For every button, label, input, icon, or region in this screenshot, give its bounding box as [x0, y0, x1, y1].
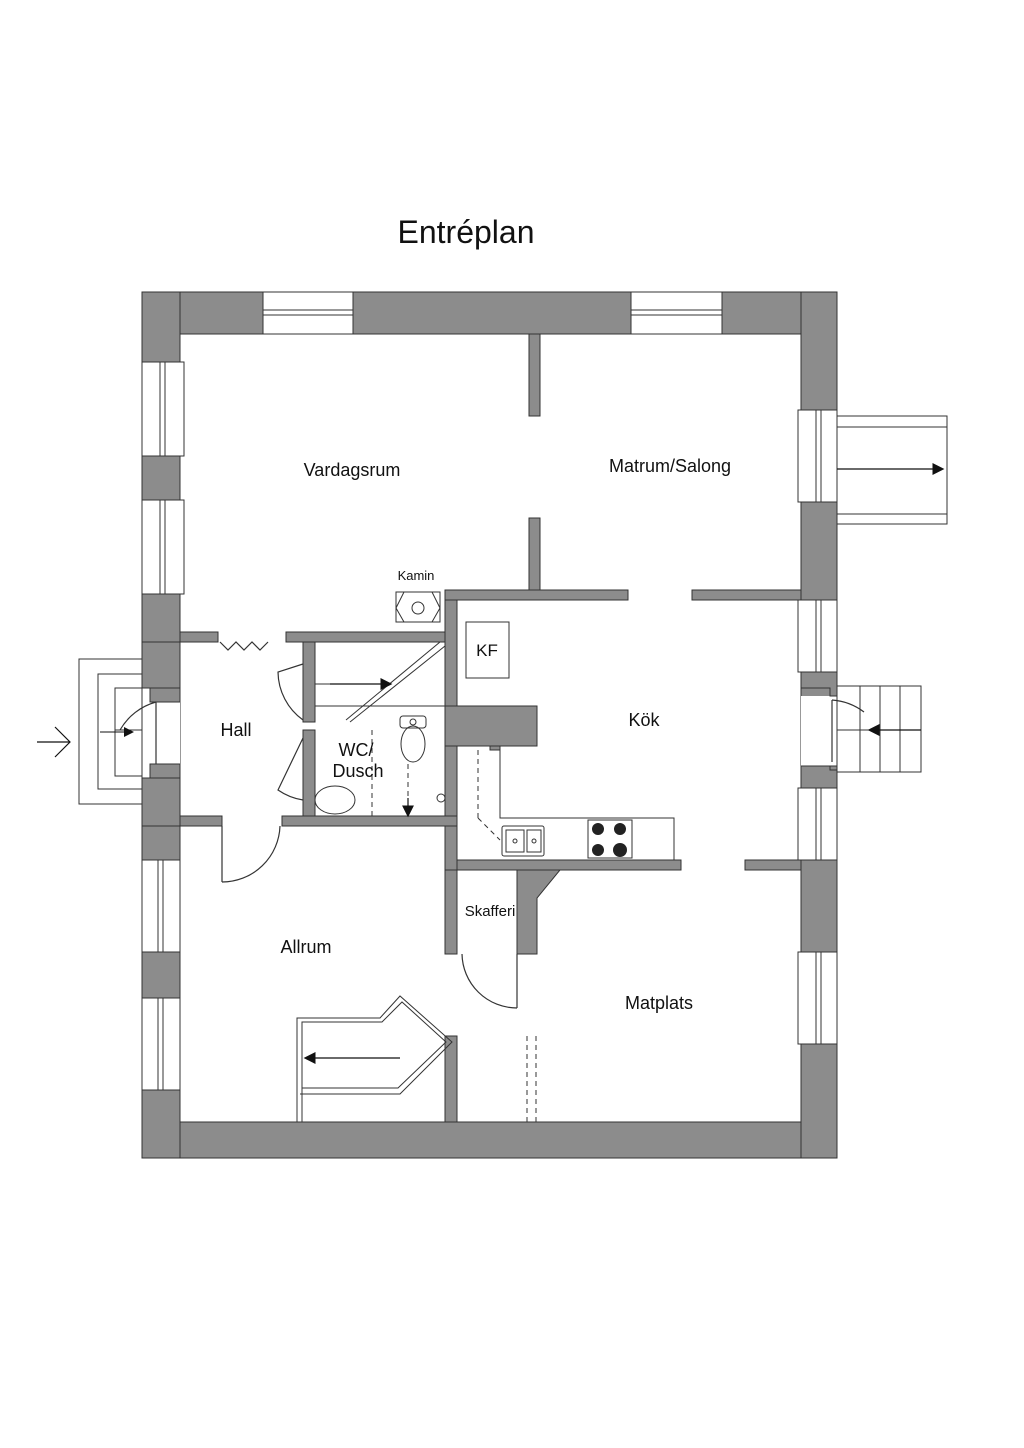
entrance-door: [119, 687, 181, 779]
kamin-icon: [395, 591, 441, 623]
room-label-kamin: Kamin: [398, 568, 435, 583]
kf-box: [465, 621, 510, 679]
interior-walls: [179, 333, 802, 1123]
room-label-vardagsrum: Vardagsrum: [304, 460, 401, 480]
room-label-kf: KF: [476, 641, 498, 660]
stove-icon: [587, 819, 633, 859]
folding-door: [219, 641, 269, 651]
hall-notch: [141, 641, 181, 827]
skafferi-door: [461, 953, 518, 1009]
right-steps: [836, 685, 922, 773]
windows: [141, 291, 838, 1091]
matplats-dashed: [526, 1036, 537, 1122]
right-stairs-top: [836, 415, 948, 525]
room-label-wc: WC/: [339, 740, 374, 760]
entrance-arrow-head: [54, 726, 71, 758]
hall-door: [221, 825, 281, 883]
room-label-dusch: Dusch: [332, 761, 383, 781]
kitchen-counter: [456, 746, 675, 861]
room-label-matplats: Matplats: [625, 993, 693, 1013]
room-label-allrum: Allrum: [280, 937, 331, 957]
interior-stair: [314, 641, 446, 723]
allrum-stair: [296, 995, 453, 1122]
sink-icon: [501, 825, 545, 857]
right-side-door: [800, 671, 865, 771]
room-label-matrum-salong: Matrum/Salong: [609, 456, 731, 476]
room-label-hall: Hall: [220, 720, 251, 740]
closet-door: [277, 663, 304, 801]
plan-title: Entréplan: [398, 214, 535, 250]
room-label-kok: Kök: [628, 710, 660, 730]
room-label-skafferi: Skafferi: [465, 903, 516, 920]
wc-fixtures: [314, 715, 446, 816]
